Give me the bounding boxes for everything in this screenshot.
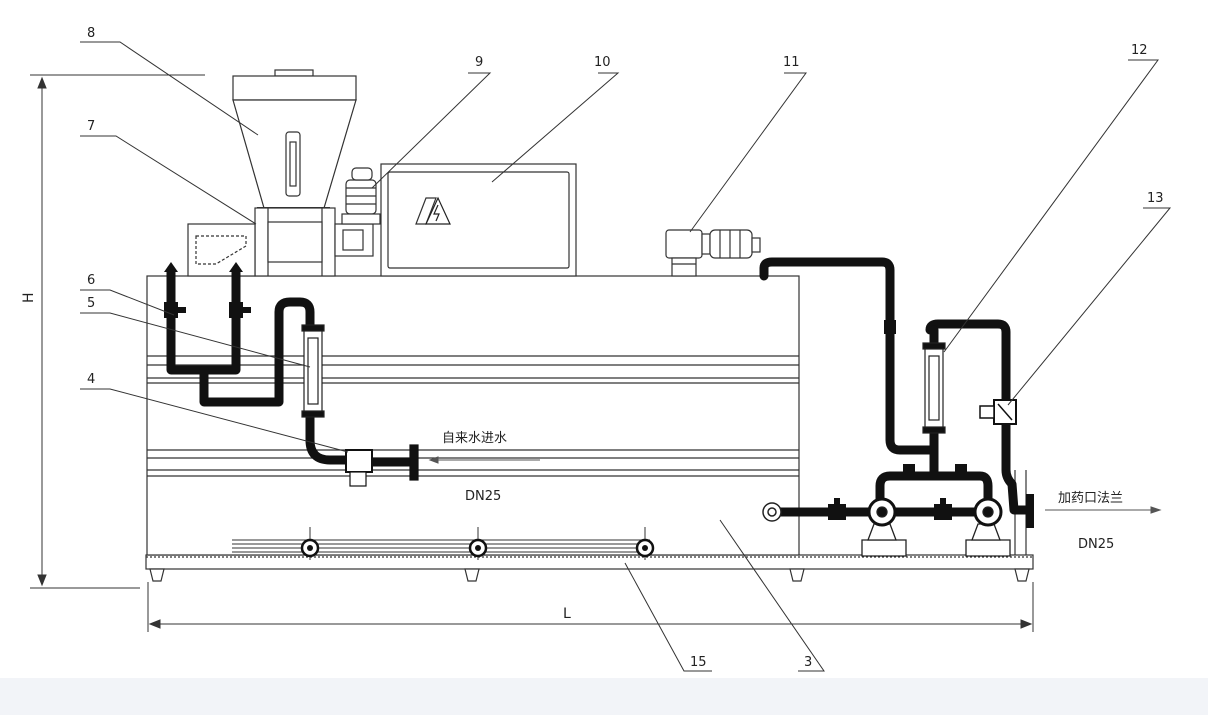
mixer-motor (341, 167, 381, 225)
outlet-valve-1 (884, 320, 896, 334)
inflow-arrow (428, 456, 540, 464)
electric-hazard-icon (425, 196, 451, 225)
nozzle-3 (635, 538, 655, 558)
callout-15: 15 (690, 655, 707, 670)
callout-13: 13 (1147, 191, 1164, 206)
height-dimension (30, 74, 205, 589)
screw-feeder (187, 207, 374, 277)
outlet-valve-3 (955, 464, 967, 478)
dosing-pump-2 (965, 497, 1011, 557)
suction-port (762, 502, 782, 522)
inlet-flowmeter (301, 324, 325, 418)
outlet-valve-2 (903, 464, 915, 478)
outlet-valve-5 (934, 498, 952, 520)
outflow-arrow (1045, 506, 1162, 514)
valve-left-2 (229, 302, 251, 318)
control-box (380, 163, 577, 277)
inlet-solenoid-valve (345, 444, 419, 487)
powder-hopper (232, 69, 357, 209)
callout-4: 4 (87, 372, 95, 387)
inlet-pipework (166, 265, 357, 465)
callout-11: 11 (783, 55, 800, 70)
water-inlet-label: 自来水进水 (442, 431, 507, 446)
vent-arrow-left (164, 262, 178, 272)
length-dimension (147, 582, 1034, 632)
valve-left-1 (164, 302, 186, 318)
callout-7: 7 (87, 119, 95, 134)
callout-10: 10 (594, 55, 611, 70)
outlet-flowmeter (922, 342, 946, 434)
outlet-valve-4 (828, 498, 846, 520)
callout-6: 6 (87, 273, 95, 288)
height-label: H (21, 292, 37, 303)
outlet-flange (1026, 494, 1034, 528)
callout-12: 12 (1131, 43, 1148, 58)
length-label: L (563, 606, 571, 622)
nozzle-1 (300, 538, 320, 558)
base-frame (145, 470, 1034, 582)
callout-leaders (80, 41, 1172, 672)
inlet-size-label: DN25 (465, 489, 501, 504)
main-tank (146, 275, 800, 556)
callout-3: 3 (804, 655, 812, 670)
callout-5: 5 (87, 296, 95, 311)
agitator-gear-motor (665, 229, 761, 277)
nozzle-2 (468, 538, 488, 558)
bottom-band (0, 678, 1208, 715)
outlet-size-label: DN25 (1078, 537, 1114, 552)
callout-8: 8 (87, 26, 95, 41)
dosing-outlet-label: 加药口法兰 (1058, 491, 1123, 506)
dosing-pump-1 (861, 497, 907, 557)
vent-arrow-right (229, 262, 243, 272)
back-pressure-valve (979, 399, 1017, 425)
callout-9: 9 (475, 55, 483, 70)
outlet-pipework (759, 257, 1033, 517)
